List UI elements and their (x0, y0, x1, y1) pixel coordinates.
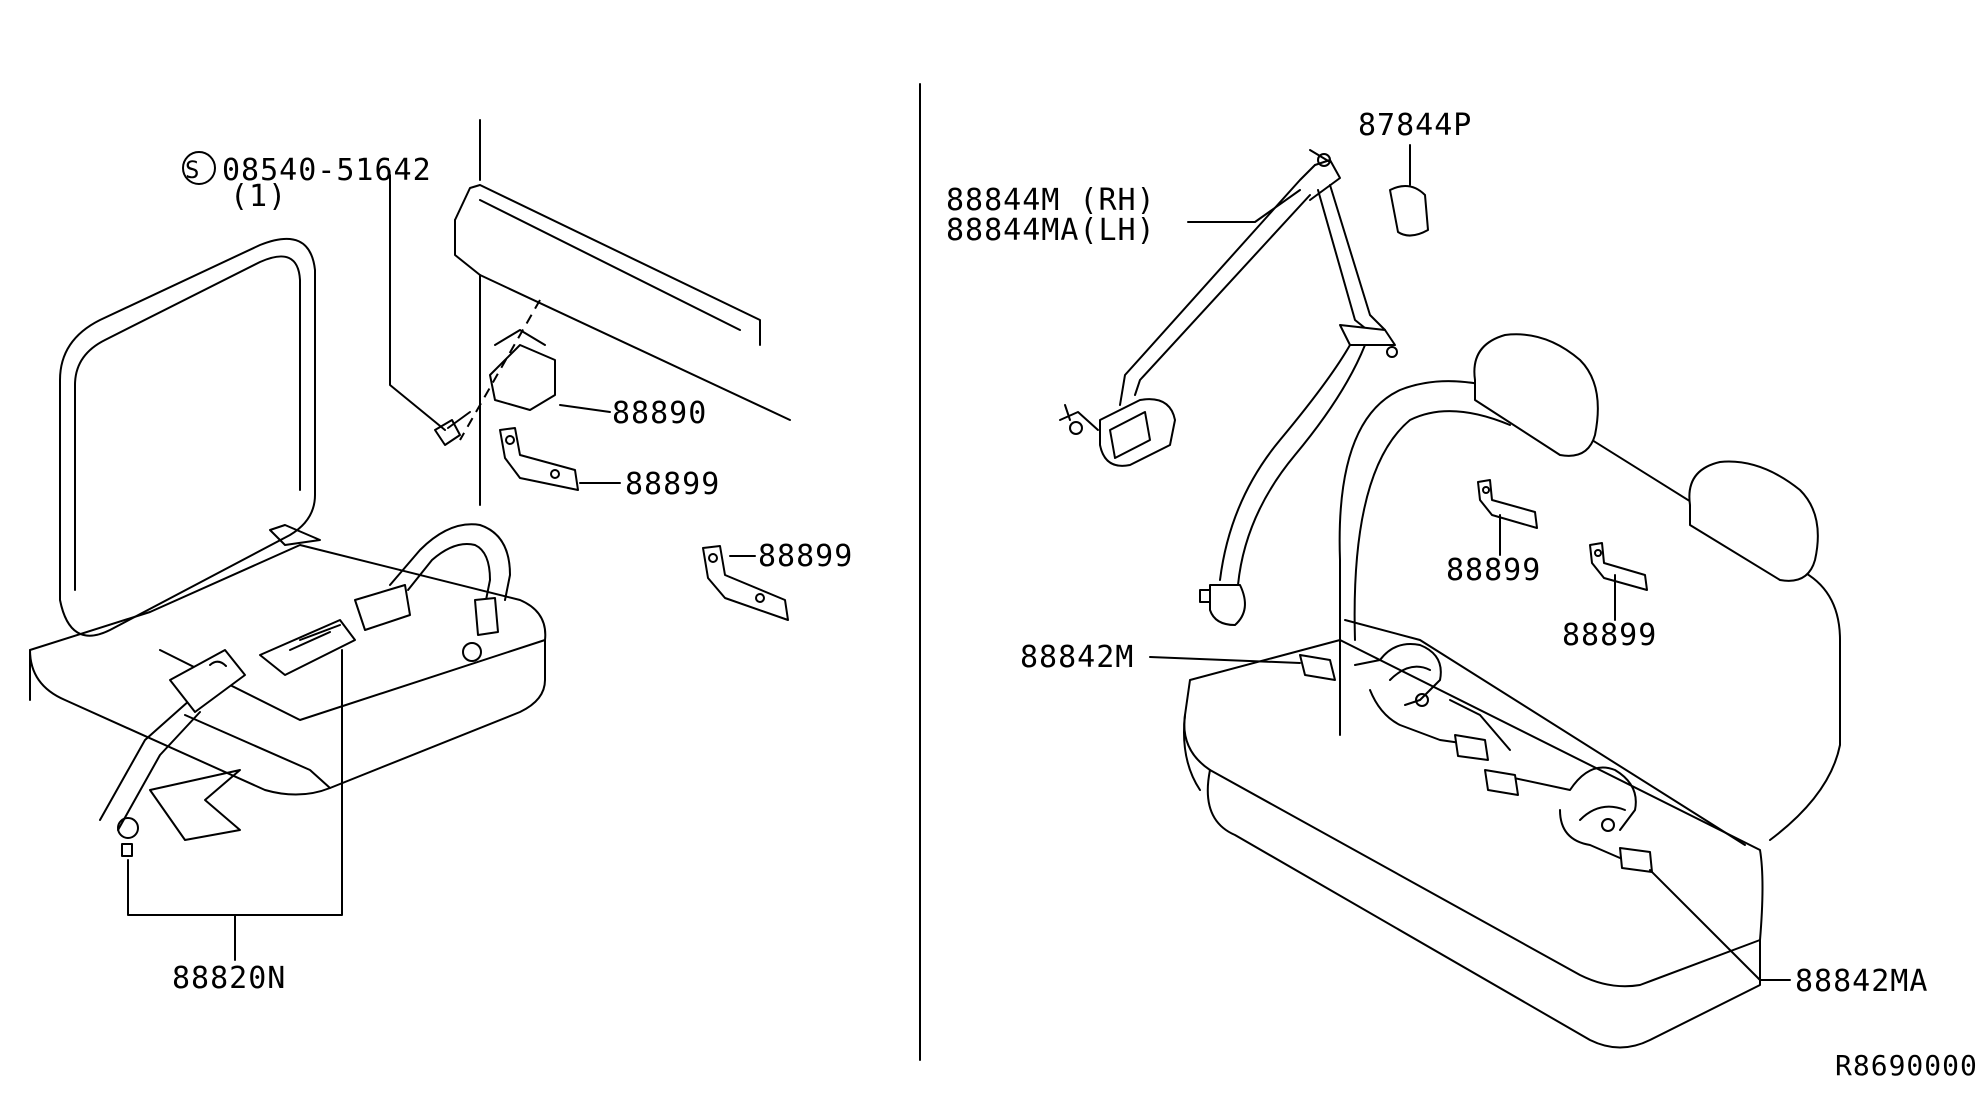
bolt-part-label: 08540-51642 (222, 153, 432, 188)
retractor-lh-label: 88844MA(LH) (946, 213, 1156, 248)
bracket-b-label: 88899 (1562, 618, 1657, 653)
cover-part (1389, 185, 1429, 237)
bracket-a-part (1477, 479, 1538, 529)
bracket-upper-label: 88899 (625, 467, 720, 502)
bolt-qty-label: (1) (230, 179, 287, 214)
anchor-cover-part (459, 299, 556, 441)
floor-plate (149, 769, 241, 841)
bench-seat-cushion (1183, 639, 1764, 1049)
center-belt (99, 523, 511, 857)
reference-code: R8690000 (1835, 1049, 1978, 1082)
bracket-lower-part (702, 545, 789, 621)
s-symbol: S (185, 156, 200, 184)
s-symbol-circle (182, 151, 216, 185)
right-leader-lines (1149, 144, 1791, 981)
center-belt-label: 88820N (172, 961, 286, 996)
bolt-part (434, 411, 471, 446)
bracket-lower-label: 88899 (758, 539, 853, 574)
bracket-a-label: 88899 (1446, 553, 1541, 588)
right-view: 87844P 88844M (RH) 88844MA(LH) 88899 888… (946, 108, 1928, 1049)
bench-seat-back (1338, 380, 1841, 846)
buckle-straps (1354, 643, 1637, 859)
buckle-m-label: 88842M (1020, 640, 1134, 675)
retractor-rh-label: 88844M (RH) (946, 183, 1156, 218)
left-leader-lines (127, 174, 756, 961)
rear-panel (454, 119, 791, 506)
buckle-ma-label: 88842MA (1795, 964, 1928, 999)
bracket-upper-part (499, 427, 579, 491)
left-seat-back (59, 237, 316, 637)
buckle-m-part (1299, 654, 1336, 681)
buckle-center-a (1454, 734, 1489, 761)
left-view: S 08540-51642 (1) 88890 88899 88899 8882… (29, 119, 853, 996)
bracket-b-part (1589, 542, 1648, 591)
anchor-cover-label: 88890 (612, 396, 707, 431)
headrests (1473, 333, 1819, 582)
buckle-center-b (1484, 769, 1519, 796)
cover-label: 87844P (1358, 108, 1472, 143)
shoulder-belt-assembly (1059, 149, 1398, 626)
buckle-ma-part (1619, 847, 1653, 873)
